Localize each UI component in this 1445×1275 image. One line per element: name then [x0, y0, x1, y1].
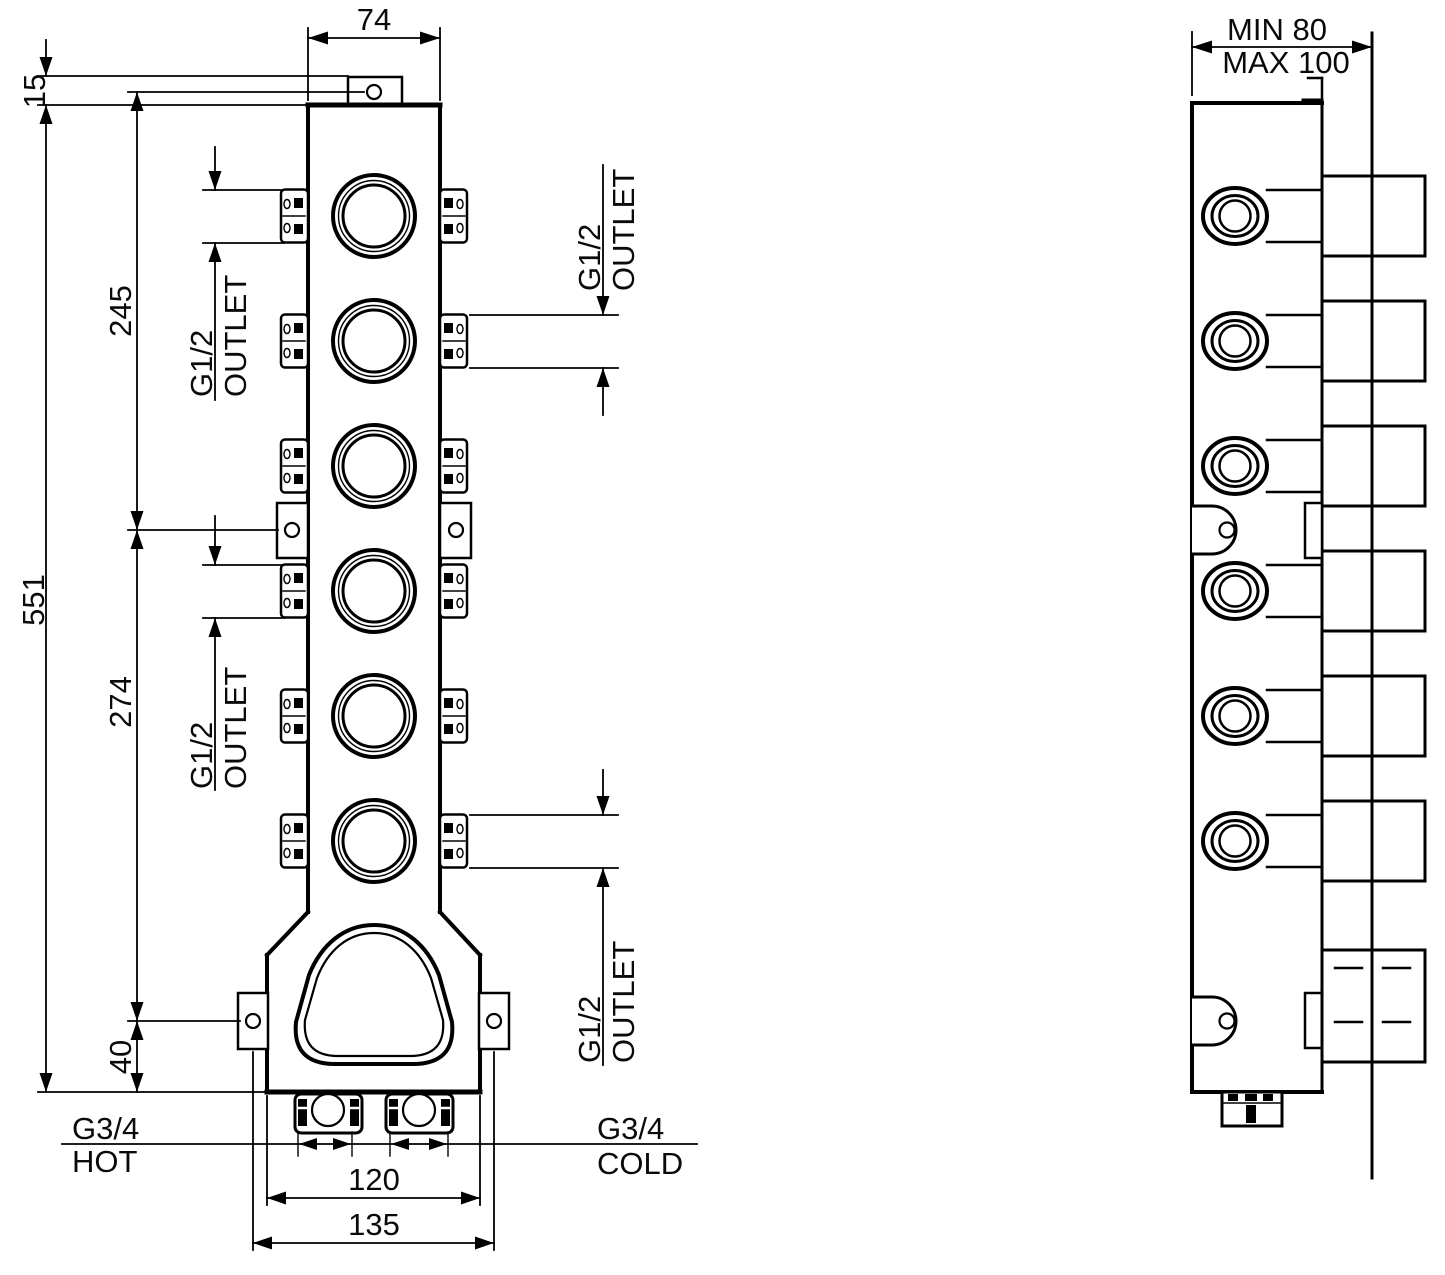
side-mid-tab-hole: [1218, 521, 1236, 539]
outlet-fitting-right-1: [438, 188, 469, 244]
valve-port-3: [331, 423, 417, 509]
dim-bottom-offset-label: 40: [103, 1040, 138, 1074]
dim-total-height-label: 551: [16, 574, 51, 626]
dim-inlet-spacing-label: 120: [348, 1162, 400, 1197]
dim-base-spacing-label: 135: [348, 1207, 400, 1242]
outlet-dim-upper-left: G1/2 OUTLET: [184, 146, 285, 401]
valve-port-2: [331, 298, 417, 384]
side-valve-level-1: [1201, 174, 1427, 258]
outlet-fitting-left-6: [279, 813, 310, 869]
valve-port-5: [331, 673, 417, 759]
dim-upper-spacing-label: 245: [103, 285, 138, 337]
side-valve-level-4: [1201, 549, 1427, 633]
outlet-fitting-left-5: [279, 688, 310, 744]
outlet-fitting-left-3: [279, 438, 310, 494]
outlet-fitting-right-2: [438, 313, 469, 369]
valve-port-1: [331, 173, 417, 259]
outlet-dim-lower-left: G1/2 OUTLET: [184, 515, 285, 791]
outlet-dim-upper-right: G1/2 OUTLET: [469, 164, 641, 416]
outlet-fitting-left-4: [279, 563, 310, 619]
thermostat-trim-block: [1320, 948, 1427, 1064]
front-body-right-chamfer: [437, 909, 483, 958]
front-body-left-chamfer: [264, 909, 311, 958]
hot-inlet-fitting: [293, 1092, 364, 1135]
front-bottom-tab-right-hole: [485, 1012, 503, 1030]
outlet-thread-label: G1/2: [572, 996, 607, 1063]
side-valve-level-3: [1201, 424, 1427, 508]
front-mid-tab-left-hole: [283, 521, 301, 539]
side-view: [1190, 31, 1427, 1180]
side-bottom-tab-hole: [1218, 1012, 1236, 1030]
thermostat-cavity-outer: [293, 922, 455, 1066]
side-mid-tab: [1190, 504, 1238, 556]
front-mid-tab-right-hole: [447, 521, 465, 539]
side-bottom-bracket: [1303, 991, 1324, 1050]
outlet-fitting-right-5: [438, 688, 469, 744]
front-view: [236, 75, 511, 1135]
outlet-fitting-right-3: [438, 438, 469, 494]
outlet-word-label: OUTLET: [218, 667, 253, 789]
valve-port-4: [331, 548, 417, 634]
outlet-fitting-left-2: [279, 313, 310, 369]
thermostat-cavity-inner: [303, 931, 445, 1058]
hot-thread-label: G3/4: [72, 1111, 139, 1146]
dim-lower-spacing-label: 274: [103, 676, 138, 728]
valve-port-6: [331, 798, 417, 884]
dimensions-side: MIN 80 MAX 100: [1191, 12, 1373, 96]
side-mid-bracket: [1303, 501, 1324, 560]
side-inlet-fitting: [1220, 1090, 1284, 1128]
outlet-fitting-left-1: [279, 188, 310, 244]
side-valve-level-2: [1201, 299, 1427, 383]
cold-thread-label: G3/4: [597, 1111, 664, 1146]
cold-word-label: COLD: [597, 1146, 683, 1181]
dimensions-front: 74 15 551 245 274 40 120: [16, 2, 698, 1251]
dim-depth-min-label: MIN 80: [1227, 12, 1327, 47]
outlet-thread-label: G1/2: [184, 722, 219, 789]
dim-depth-max-label: MAX 100: [1222, 45, 1350, 80]
cold-inlet-fitting: [384, 1092, 455, 1135]
outlet-word-label: OUTLET: [606, 941, 641, 1063]
side-bottom-tab: [1190, 995, 1238, 1047]
front-top-tab-hole: [365, 83, 383, 101]
outlet-word-label: OUTLET: [606, 169, 641, 291]
dim-width-label: 74: [357, 2, 391, 37]
front-bottom-tab-left-hole: [244, 1012, 262, 1030]
outlet-thread-label: G1/2: [572, 224, 607, 291]
outlet-fitting-right-6: [438, 813, 469, 869]
outlet-fitting-right-4: [438, 563, 469, 619]
side-valve-level-5: [1201, 674, 1427, 758]
outlet-dim-lower-right: G1/2 OUTLET: [469, 769, 641, 1066]
hot-word-label: HOT: [72, 1144, 138, 1179]
outlet-thread-label: G1/2: [184, 330, 219, 397]
outlet-word-label: OUTLET: [218, 275, 253, 397]
dim-top-offset-label: 15: [17, 74, 52, 108]
side-valve-level-6: [1201, 799, 1427, 883]
